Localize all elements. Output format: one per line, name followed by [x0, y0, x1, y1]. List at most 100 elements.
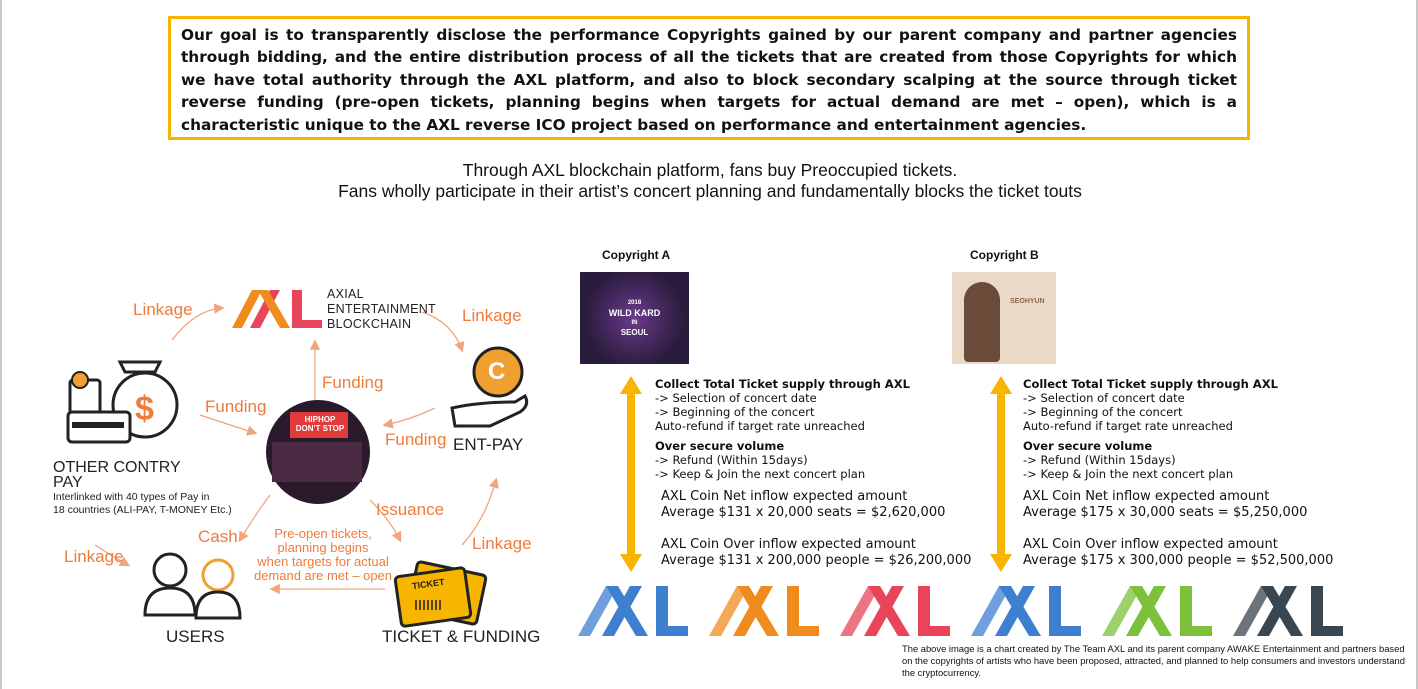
- poster-title: HIPHOP DON'T STOP: [292, 415, 348, 433]
- copyright-a-poster-bg: [580, 272, 689, 364]
- copyright-b-caption: Copyright B: [970, 248, 1039, 262]
- b-over-item-2: -> Keep & Join the next concert plan: [1023, 467, 1234, 481]
- label-cash: Cash: [198, 527, 238, 546]
- label-users: USERS: [166, 627, 225, 646]
- a-over-item-1: -> Refund (Within 15days): [655, 453, 808, 467]
- poster-a-line-4: SEOUL: [620, 328, 649, 337]
- arrow-linkage-bottomright: [461, 477, 499, 546]
- a-over-item-2: -> Keep & Join the next concert plan: [655, 467, 866, 481]
- copyright-a-poster: 2018 WILD KARD IN SEOUL: [580, 272, 689, 364]
- b-over-item-1: -> Refund (Within 15days): [1023, 453, 1176, 467]
- axl-logo-3: [840, 586, 950, 636]
- a-over-inflow-title: AXL Coin Over inflow expected amount: [661, 537, 916, 552]
- b-collect-item-1: -> Selection of concert date: [1023, 391, 1185, 405]
- axl-logo-5: [1102, 586, 1212, 636]
- axl-subtitle-line-2: ENTERTAINMENT: [327, 302, 436, 316]
- label-other-country-pay: OTHER CONTRY PAY: [53, 459, 181, 491]
- copyright-a-caption: Copyright A: [602, 248, 671, 262]
- users-icon: [143, 552, 242, 620]
- b-net-value: Average $175 x 30,000 seats = $5,250,000: [1023, 505, 1308, 520]
- poster-title-line-1: HIPHOP: [304, 415, 336, 424]
- preopen-line-1: Pre-open tickets,: [274, 526, 372, 541]
- copyright-b-details: Collect Total Ticket supply through AXL …: [1023, 377, 1333, 569]
- b-collect-item-2: -> Beginning of the concert: [1023, 405, 1183, 419]
- diagram-arrows: $: [66, 290, 529, 628]
- other-country-line-1: OTHER CONTRY: [53, 459, 181, 476]
- poster-title-line-2: DON'T STOP: [295, 424, 345, 433]
- a-collect-title: Collect Total Ticket supply through AXL: [655, 377, 910, 391]
- coin-letter: C: [488, 358, 506, 385]
- other-country-note: Interlinked with 40 types of Pay in 18 c…: [53, 491, 232, 517]
- other-country-note-line-2: 18 countries (ALI-PAY, T-MONEY Etc.): [53, 504, 232, 516]
- arrow-funding-right: [382, 407, 436, 429]
- copyright-a-poster-text: 2018 WILD KARD IN SEOUL: [580, 298, 689, 338]
- label-funding-center: Funding: [322, 373, 384, 392]
- left-edge-line: [0, 0, 2, 689]
- copyright-b-arrow: [990, 376, 1012, 572]
- right-edge-line: [1416, 0, 1418, 689]
- goal-text: Our goal is to transparently disclose th…: [181, 26, 1237, 134]
- ent-pay-hand-icon: [450, 346, 529, 428]
- arrow-linkage-topleft: [171, 303, 225, 341]
- axl-subtitle-line-1: AXIAL: [327, 287, 364, 301]
- poster-a-line-1: 2018: [627, 300, 642, 306]
- label-ent-pay: ENT-PAY: [453, 435, 524, 454]
- center-poster-banner: [290, 412, 348, 438]
- b-collect-title: Collect Total Ticket supply through AXL: [1023, 377, 1278, 391]
- label-linkage-topright: Linkage: [462, 306, 522, 325]
- copyright-b-poster: SEOHYUN: [952, 272, 1056, 364]
- coins-and-cards-icon: [66, 371, 132, 444]
- arrow-issuance: [369, 499, 402, 543]
- subtitle-line-2: Fans wholly participate in their artist’…: [338, 181, 1082, 201]
- b-over-title: Over secure volume: [1023, 439, 1153, 453]
- copyright-a-arrow: [620, 376, 642, 572]
- poster-b-line-1: SEOHYUN: [1010, 298, 1045, 305]
- a-over-title: Over secure volume: [655, 439, 785, 453]
- arrow-funding-left: [199, 414, 258, 436]
- a-collect-item-2: -> Beginning of the concert: [655, 405, 815, 419]
- axl-logo-2: [709, 586, 819, 636]
- copyright-b-poster-figure: [964, 282, 1000, 362]
- b-net-title: AXL Coin Net inflow expected amount: [1023, 489, 1270, 504]
- poster-a-line-3: IN: [631, 320, 638, 326]
- label-issuance: Issuance: [376, 500, 445, 519]
- poster-a-line-2: WILD KARD: [608, 308, 661, 318]
- label-ticket-funding: TICKET & FUNDING: [382, 627, 541, 646]
- ticket-icon: [393, 560, 488, 628]
- label-linkage-bottomleft: Linkage: [64, 547, 124, 566]
- b-over-inflow-title: AXL Coin Over inflow expected amount: [1023, 537, 1278, 552]
- a-net-value: Average $131 x 20,000 seats = $2,620,000: [661, 505, 946, 520]
- preopen-text: Pre-open tickets, planning begins when t…: [252, 527, 394, 583]
- svg-text:$: $: [135, 390, 154, 428]
- money-bag-icon: $: [111, 360, 179, 439]
- preopen-line-4: demand are met – open: [253, 568, 393, 583]
- axl-logo-row: [578, 586, 1343, 636]
- copyright-a-details: Collect Total Ticket supply through AXL …: [655, 377, 971, 569]
- axl-subtitle-line-3: BLOCKCHAIN: [327, 317, 412, 331]
- ecosystem-diagram: $: [0, 230, 560, 689]
- label-funding-left: Funding: [205, 397, 267, 416]
- subtitle-line-1: Through AXL blockchain platform, fans bu…: [462, 160, 958, 180]
- label-funding-right: Funding: [385, 430, 447, 449]
- other-country-note-line-1: Interlinked with 40 types of Pay in: [53, 491, 210, 503]
- axl-center-logo: [232, 290, 322, 328]
- footnote: The above image is a chart created by Th…: [902, 643, 1405, 679]
- a-over-inflow-value: Average $131 x 200,000 people = $26,200,…: [661, 553, 972, 568]
- other-country-line-2: PAY: [53, 474, 83, 491]
- a-net-title: AXL Coin Net inflow expected amount: [661, 489, 908, 504]
- label-linkage-topleft: Linkage: [133, 300, 193, 319]
- a-collect-item-1: -> Selection of concert date: [655, 391, 817, 405]
- center-poster-crowd: [272, 442, 362, 482]
- arrow-linkage-topright: [421, 311, 465, 353]
- axl-logo-4: [971, 586, 1081, 636]
- preopen-line-2: planning begins: [277, 540, 369, 555]
- arrow-cash: [238, 494, 271, 543]
- b-over-inflow-value: Average $175 x 300,000 people = $52,500,…: [1023, 553, 1334, 568]
- b-collect-item-3: Auto-refund if target rate unreached: [1023, 419, 1233, 433]
- preopen-line-3: when targets for actual: [257, 554, 389, 569]
- axl-subtitle: AXIAL ENTERTAINMENT BLOCKCHAIN: [327, 287, 436, 332]
- axl-logo-6: [1233, 586, 1343, 636]
- goal-box: Our goal is to transparently disclose th…: [168, 16, 1250, 140]
- arrow-linkage-bottomleft: [94, 544, 131, 567]
